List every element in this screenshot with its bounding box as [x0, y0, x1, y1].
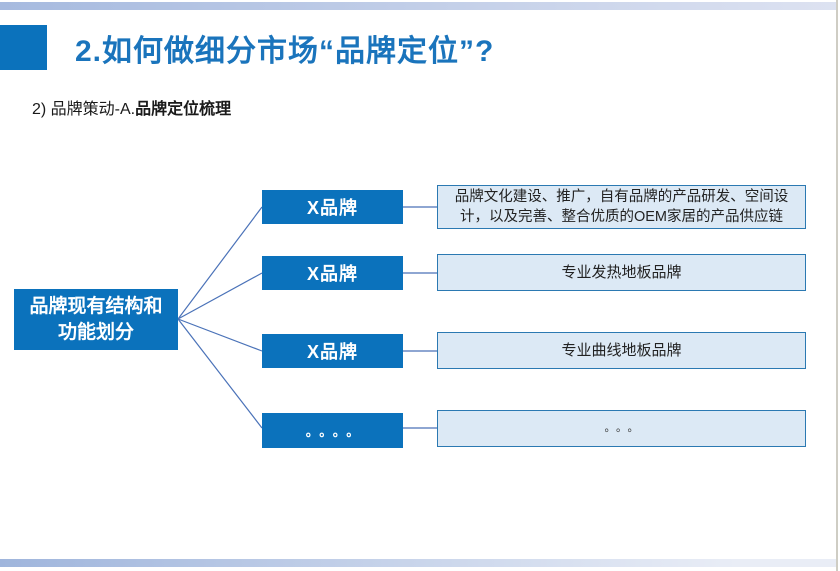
subtitle-bold-part: 品牌定位梳理	[135, 101, 232, 118]
bottom-accent-bar	[0, 559, 836, 567]
root-node-brand-structure: 品牌现有结构和功能划分	[14, 289, 178, 350]
section-subtitle: 2) 品牌策动-A.品牌定位梳理	[32, 95, 231, 119]
page-title: 2.如何做细分市场“品牌定位”?	[75, 35, 495, 68]
brand-node-1: X品牌	[262, 190, 403, 224]
description-node-3: 专业曲线地板品牌	[437, 332, 806, 369]
brand-node-2: X品牌	[262, 256, 403, 290]
slide-right-edge	[836, 0, 838, 571]
brand-node-3: X品牌	[262, 334, 403, 368]
description-node-2: 专业发热地板品牌	[437, 254, 806, 291]
description-node-ellipsis: 。。。	[437, 410, 806, 447]
top-accent-bar	[0, 2, 836, 10]
brand-node-ellipsis: 。。。。	[262, 413, 403, 448]
description-node-1: 品牌文化建设、推广，自有品牌的产品研发、空间设计，以及完善、整合优质的OEM家居…	[437, 185, 806, 229]
subtitle-prefix: 2) 品牌策动-A.	[32, 101, 136, 118]
title-accent-square	[0, 25, 47, 70]
